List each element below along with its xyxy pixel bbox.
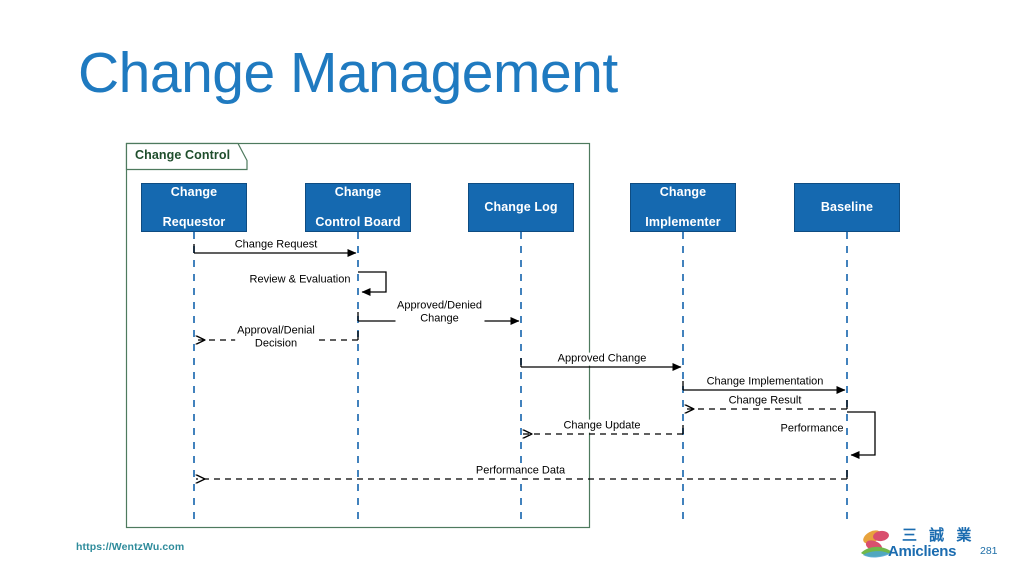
page-number: 281 bbox=[980, 545, 998, 557]
message-label-approval-denial-decision: Approval/Denial Decision bbox=[235, 324, 317, 350]
lifeline-label-line: Requestor bbox=[162, 214, 226, 229]
logo-latin-text: Amicliens bbox=[888, 543, 957, 560]
lifeline-label-line: Change bbox=[170, 185, 218, 200]
lifeline-label-line: Baseline bbox=[820, 200, 874, 215]
lifeline-label-line: Change Log bbox=[484, 200, 558, 215]
message-label-performance-data: Performance Data bbox=[473, 464, 568, 478]
message-label-approved-change: Approved Change bbox=[555, 352, 649, 366]
frame-operator-label: Change Control bbox=[135, 148, 231, 162]
lifeline-label-line: Control Board bbox=[315, 214, 401, 229]
frame-name-tab bbox=[125, 142, 248, 171]
footer-url[interactable]: https://WentzWu.com bbox=[76, 541, 185, 553]
lifeline-header-baseline[interactable]: Baseline bbox=[794, 183, 900, 232]
company-logo-mark bbox=[861, 530, 892, 558]
message-label-change-update: Change Update bbox=[561, 419, 643, 433]
message-review-and-evaluation bbox=[358, 271, 387, 296]
message-performance bbox=[847, 411, 876, 459]
combined-fragment-frame bbox=[125, 142, 591, 529]
message-label-approved-denied-change: Approved/Denied Change bbox=[394, 299, 485, 325]
frame-border bbox=[125, 142, 591, 529]
message-label-performance: Performance bbox=[778, 422, 846, 436]
message-label-review-and-evaluation: Review & Evaluation bbox=[247, 273, 353, 287]
message-label-change-request: Change Request bbox=[232, 238, 320, 252]
lifeline-label-line: Change bbox=[659, 185, 707, 200]
page-title: Change Management bbox=[78, 41, 618, 105]
lifeline-label-line: Change bbox=[334, 185, 382, 200]
lifeline-header-change-log[interactable]: Change Log bbox=[468, 183, 574, 232]
logo-cjk-text: 三 誠 業 bbox=[902, 527, 976, 544]
message-label-change-implementation: Change Implementation bbox=[704, 375, 826, 389]
message-label-change-result: Change Result bbox=[726, 394, 804, 408]
lifeline-label-line: Implementer bbox=[645, 214, 721, 229]
